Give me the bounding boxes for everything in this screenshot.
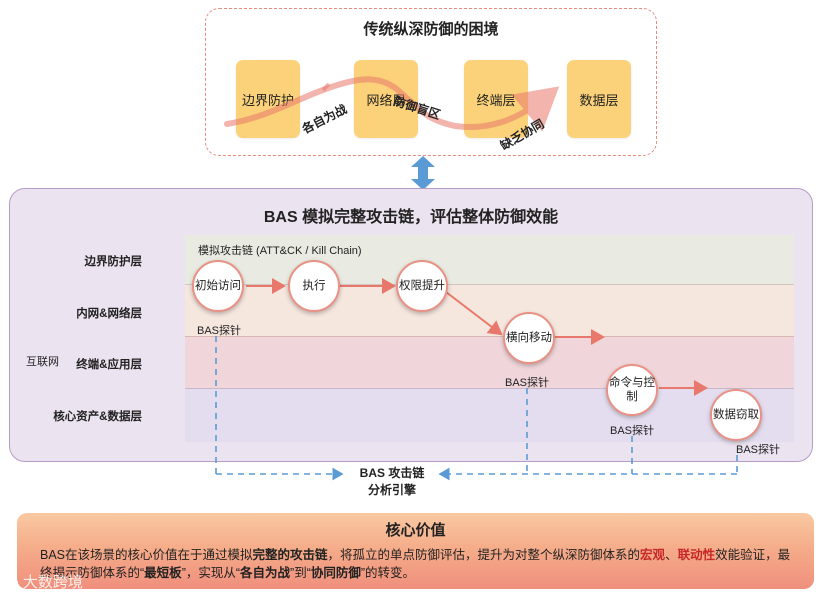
band-core-data: [185, 389, 794, 442]
value-segment: ”，实现从“: [181, 566, 241, 580]
value-segment-highlight: 宏观: [640, 548, 666, 562]
bas-probe-label: BAS探针: [197, 325, 242, 337]
value-segment: 完整的攻击链: [252, 548, 328, 562]
band-endpoint: [185, 337, 794, 389]
value-segment: 各自为战: [240, 566, 291, 580]
value-segment-highlight: 联动性: [677, 548, 716, 562]
value-segment: 协同防御: [310, 566, 361, 580]
bas-probe-label: BAS探针: [610, 425, 655, 437]
band-perimeter: [185, 235, 794, 285]
value-segment: ，将孤立的单点防御评估，提升为对整个纵深防御体系的: [327, 548, 641, 562]
core-value-title: 核心价值: [385, 522, 446, 539]
layer-box-data: 数据层: [567, 60, 631, 138]
attack-chain-caption: 模拟攻击链 (ATT&CK / Kill Chain): [198, 245, 362, 257]
node-initial-access: 初始访问: [192, 260, 244, 312]
row-label-core-data: 核心资产&数据层: [53, 411, 142, 423]
value-segment: ”的转变。: [360, 566, 416, 580]
internet-label: 互联网: [26, 356, 59, 368]
value-segment: 、: [665, 548, 678, 562]
traditional-defense-title: 传统纵深防御的困境: [363, 21, 499, 38]
bas-analysis-engine: BAS 攻击链 分析引擎: [340, 464, 444, 498]
bas-probe-label: BAS探针: [505, 377, 550, 389]
attack-curve-path: [224, 76, 560, 132]
node-command-control: 命令与控 制: [606, 364, 658, 416]
watermark-icon: ∞: [8, 574, 19, 591]
node-data-exfiltration: 数据窃取: [710, 389, 762, 441]
core-value-panel: [17, 513, 814, 589]
value-segment: 最短板: [144, 566, 182, 580]
watermark: ∞ 大数跨境: [8, 571, 83, 592]
node-privilege-escalation: 权限提升: [396, 260, 448, 312]
row-label-endpoint: 终端&应用层: [76, 359, 142, 371]
bidirectional-arrow-icon: [411, 156, 435, 190]
engine-label-line1: BAS 攻击链: [359, 466, 425, 480]
layer-box-perimeter: 边界防护: [236, 60, 300, 138]
flow-arrow-privesc-to-lateral: [445, 291, 503, 336]
value-segment: BAS在该场景的核心价值在于通过模拟: [40, 548, 253, 562]
engine-label-line2: 分析引擎: [367, 483, 416, 497]
node-execution: 执行: [288, 260, 340, 312]
attack-curve-overlay: [224, 76, 560, 132]
watermark-text: 大数跨境: [22, 574, 83, 591]
value-segment: 效能验证，最终揭示防御体系的“: [40, 548, 791, 580]
node-lateral-movement: 横向移动: [503, 312, 555, 364]
row-label-perimeter: 边界防护层: [84, 256, 143, 268]
row-label-network: 内网&网络层: [76, 308, 142, 320]
core-value-text: BAS在该场景的核心价值在于通过模拟完整的攻击链，将孤立的单点防御评估，提升为对…: [40, 546, 792, 582]
bas-simulation-title: BAS 模拟完整攻击链，评估整体防御效能: [263, 209, 559, 226]
attack-curve-arrow-head: [321, 82, 331, 92]
bas-probe-label: BAS探针: [736, 444, 781, 456]
value-segment: ”到“: [290, 566, 311, 580]
